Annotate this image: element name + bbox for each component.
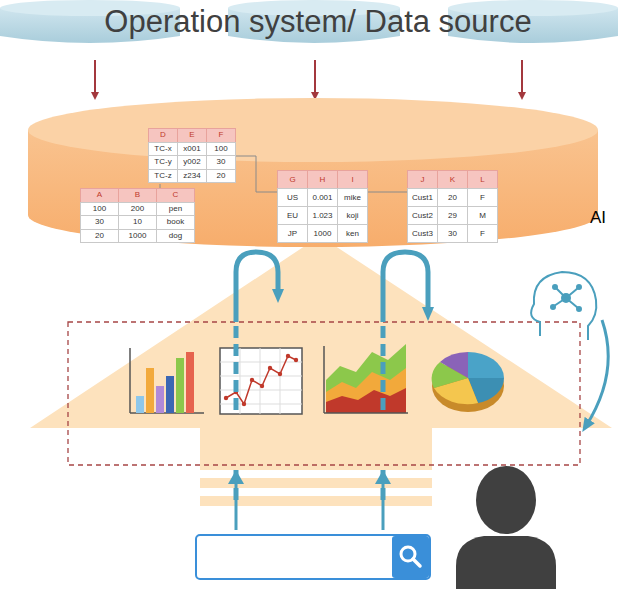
table-header-cell: F [206,128,236,143]
table-cell: 30 [206,155,236,170]
source-title: Operation system/ Data source [104,4,531,40]
table-cell: pen [156,202,195,217]
up-arrow-ground [30,236,612,470]
table-cell: 100 [206,142,236,157]
table-header-cell: D [148,128,178,143]
table-cell: 30 [80,215,119,230]
table-header-cell: B [118,188,157,203]
pie-chart-icon [432,352,504,412]
table-cell: 1000 [307,224,338,243]
table-header-cell: K [437,170,468,189]
table-header-cell: L [467,170,498,189]
table-cell: TC-y [148,155,178,170]
table-header-cell: I [337,170,368,189]
table-header-cell: E [177,128,207,143]
ai-label: AI [590,208,606,228]
table-cell: TC-z [148,169,178,184]
table-cell: 100 [80,202,119,217]
table-cell: 10 [118,215,157,230]
query-arrow-heads [228,470,391,530]
table-cell: 20 [437,188,468,207]
table-cell: z234 [177,169,207,184]
table-cell: 1.023 [307,206,338,225]
table-cell: 20 [80,229,119,244]
table-header-cell: H [307,170,338,189]
table-cell: Cust2 [407,206,438,225]
table-cell: 1000 [118,229,157,244]
bar-chart-icon [130,348,204,413]
table-cell: x001 [177,142,207,157]
table-cell: 0.001 [307,188,338,207]
table-cell: TC-x [148,142,178,157]
table-cell: book [156,215,195,230]
warehouse-cylinder [28,98,598,247]
table-header-cell: J [407,170,438,189]
table-cell: ken [337,224,368,243]
query-loop-arrows [236,252,428,500]
table-cell: 30 [437,224,468,243]
table-cell: 200 [118,202,157,217]
table-cell: EU [277,206,308,225]
table-header-cell: A [80,188,119,203]
down-arrows [95,60,522,96]
table-cell: JP [277,224,308,243]
table-cell: y002 [177,155,207,170]
table-header-cell: G [277,170,308,189]
ai-brain-icon [531,272,608,426]
table-cell: mike [337,188,368,207]
dashed-frame [68,322,580,465]
table-cell: F [467,224,498,243]
table-cell: Cust3 [407,224,438,243]
table-cell: Cust1 [407,188,438,207]
table-cell: US [277,188,308,207]
table-cell: M [467,206,498,225]
area-chart-icon [324,344,408,413]
table-cell: koji [337,206,368,225]
table-links [160,156,407,192]
user-icon [456,466,556,589]
search-bar [196,535,430,579]
source-cylinders [0,0,618,43]
line-chart-icon [220,348,302,414]
table-cell: 20 [206,169,236,184]
table-cell: F [467,188,498,207]
table-header-cell: C [156,188,195,203]
table-cell: 29 [437,206,468,225]
table-cell: dog [156,229,195,244]
